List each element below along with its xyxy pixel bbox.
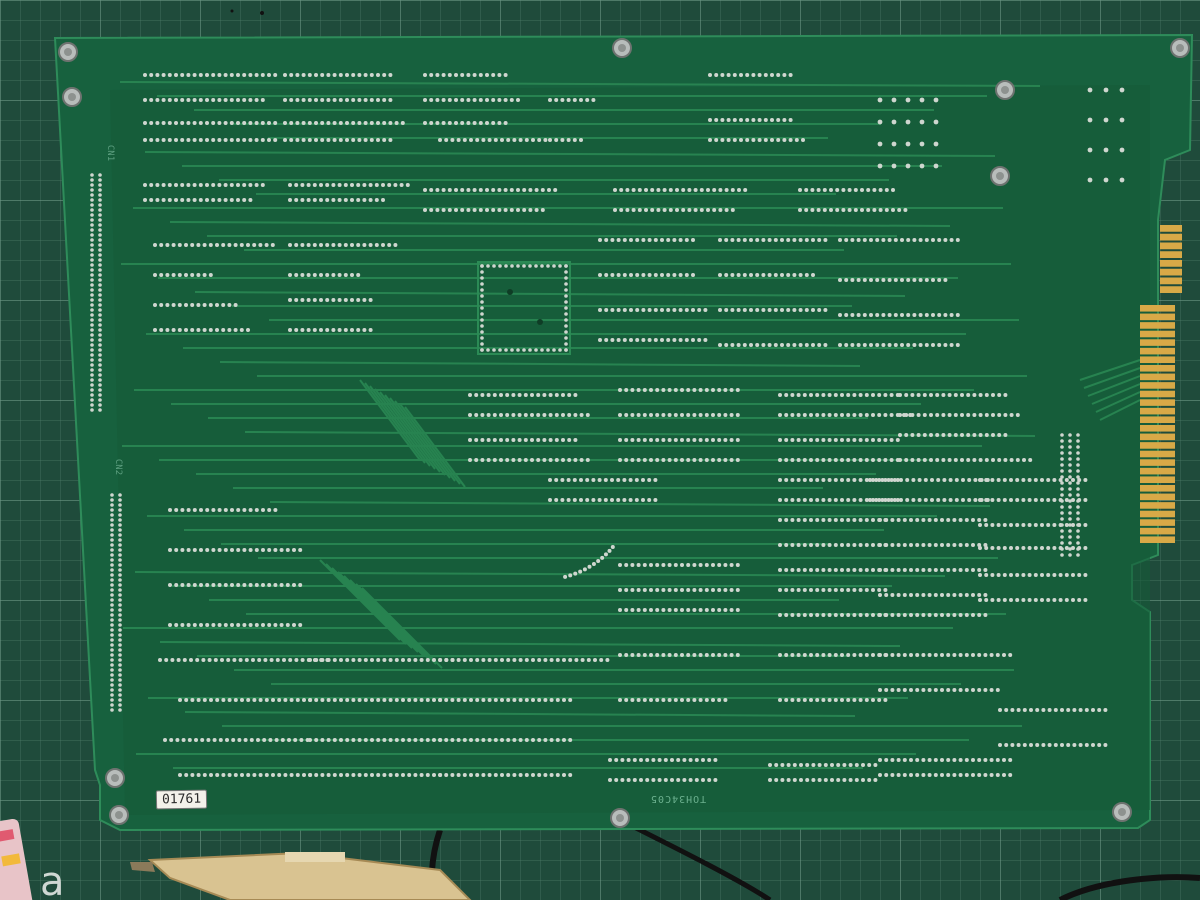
mounting-screws bbox=[58, 38, 1190, 828]
sticker-label: 01761 bbox=[155, 789, 208, 810]
pen bbox=[0, 818, 33, 900]
solder-pads bbox=[90, 73, 1125, 782]
connector-label-cn1: CN1 bbox=[105, 144, 116, 162]
edge-connector-gold bbox=[1140, 225, 1182, 543]
connector-label-cn2: CN2 bbox=[113, 458, 124, 476]
svg-text:a: a bbox=[40, 859, 65, 900]
copper-traces bbox=[119, 81, 1141, 769]
chip-socket-outline bbox=[477, 261, 571, 355]
probe-tool bbox=[130, 851, 472, 900]
part-number: TOH34C05 bbox=[650, 793, 707, 804]
